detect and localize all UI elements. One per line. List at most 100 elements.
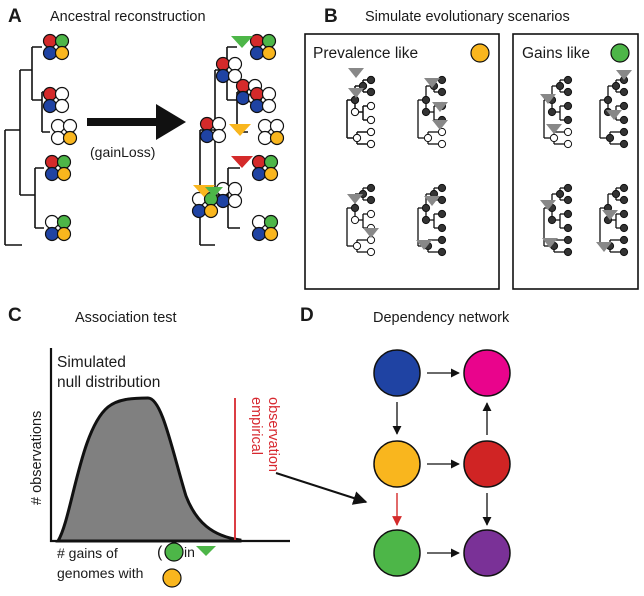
- state-circle: [261, 98, 277, 114]
- node-purple: [463, 529, 511, 577]
- panel-c-title: Association test: [75, 310, 177, 326]
- state-circle: [261, 33, 277, 49]
- gain-marker-green-icon: [231, 36, 253, 48]
- state-circle: [263, 226, 279, 242]
- state-circle: [263, 166, 279, 182]
- state-circle: [215, 56, 231, 72]
- panel-b-label: B: [324, 6, 338, 27]
- prevalence-box-title: Prevalence like: [313, 45, 418, 62]
- state-circle: [211, 128, 227, 144]
- empirical-label-line1: empirical: [248, 397, 264, 455]
- leaf-node: [366, 115, 376, 125]
- state-circle: [56, 226, 72, 242]
- state-cluster: [199, 116, 227, 144]
- state-circle: [56, 166, 72, 182]
- internal-node: [350, 203, 360, 213]
- internal-node: [605, 133, 615, 143]
- method-label: (gainLoss): [90, 144, 155, 160]
- leaf-node: [563, 247, 573, 257]
- state-circle: [44, 166, 60, 182]
- leaf-node: [619, 209, 629, 219]
- leaf-node: [366, 127, 376, 137]
- y-axis-label: # observations: [29, 411, 45, 505]
- state-circle: [50, 130, 66, 146]
- internal-node: [421, 95, 431, 105]
- gain-marker-gray-icon: [347, 194, 363, 204]
- state-circle: [42, 45, 58, 61]
- gain-marker-gray-icon: [616, 70, 632, 80]
- state-cluster: [249, 86, 277, 114]
- leaf-node: [366, 75, 376, 85]
- internal-node: [549, 133, 559, 143]
- simulated-tree: [540, 75, 573, 149]
- state-circle: [62, 130, 78, 146]
- state-cluster: [42, 86, 70, 114]
- state-circle: [227, 56, 243, 72]
- leaf-node: [563, 235, 573, 245]
- state-circle: [44, 226, 60, 242]
- leaf-node: [563, 223, 573, 233]
- green-state-icon: [164, 542, 184, 562]
- leaf-node: [563, 183, 573, 193]
- gains-box: [512, 33, 639, 290]
- gain-marker-yellow-icon: [229, 124, 251, 136]
- state-circle: [62, 118, 78, 134]
- leaf-node: [619, 183, 629, 193]
- state-circle: [42, 98, 58, 114]
- state-cluster: [257, 118, 285, 146]
- leaf-node: [619, 139, 629, 149]
- state-circle: [50, 118, 66, 134]
- state-circle: [191, 203, 207, 219]
- leaf-node: [619, 195, 629, 205]
- state-cluster: [44, 214, 72, 242]
- leaf-node: [563, 75, 573, 85]
- state-circle: [56, 154, 72, 170]
- state-circle: [251, 154, 267, 170]
- leaf-node: [563, 127, 573, 137]
- state-circle: [227, 68, 243, 84]
- leaf-node: [563, 195, 573, 205]
- leaf-states-left: [42, 33, 78, 242]
- gain-marker-gray-icon: [540, 200, 556, 210]
- leaf-node: [437, 127, 447, 137]
- state-circle: [257, 118, 273, 134]
- state-circle: [199, 116, 215, 132]
- gain-loss-markers: [193, 36, 253, 197]
- panel-d-label: D: [300, 305, 314, 326]
- tree-left: [4, 46, 50, 246]
- internal-node: [555, 189, 565, 199]
- state-circle: [251, 214, 267, 230]
- gain-marker-gray-icon: [348, 68, 364, 78]
- state-circle: [227, 193, 243, 209]
- state-cluster: [215, 56, 243, 84]
- internal-node: [423, 133, 433, 143]
- leaf-node: [437, 209, 447, 219]
- node-blue: [373, 349, 421, 397]
- green-state-icon: [610, 43, 630, 63]
- leaf-node: [619, 247, 629, 257]
- internal-node: [352, 133, 362, 143]
- leaf-node: [437, 75, 447, 85]
- internal-node: [611, 81, 621, 91]
- simulated-tree: [346, 183, 379, 257]
- leaf-node: [619, 101, 629, 111]
- internal-node: [555, 81, 565, 91]
- gain-marker-gray-icon: [542, 238, 558, 248]
- gain-marker-gray-icon: [424, 196, 440, 206]
- state-circle: [251, 166, 267, 182]
- state-circle: [54, 86, 70, 102]
- panel-d: D Dependency network: [300, 305, 511, 577]
- state-circle: [257, 130, 273, 146]
- leaf-states-right: [249, 33, 285, 242]
- state-cluster: [44, 154, 72, 182]
- leaf-node: [437, 183, 447, 193]
- leaf-node: [437, 235, 447, 245]
- state-cluster: [42, 33, 70, 61]
- state-circle: [227, 181, 243, 197]
- internal-node: [350, 95, 360, 105]
- state-circle: [249, 98, 265, 114]
- leaf-node: [437, 87, 447, 97]
- link-arrow-icon: [275, 472, 368, 505]
- gain-marker-gray-icon: [606, 110, 622, 120]
